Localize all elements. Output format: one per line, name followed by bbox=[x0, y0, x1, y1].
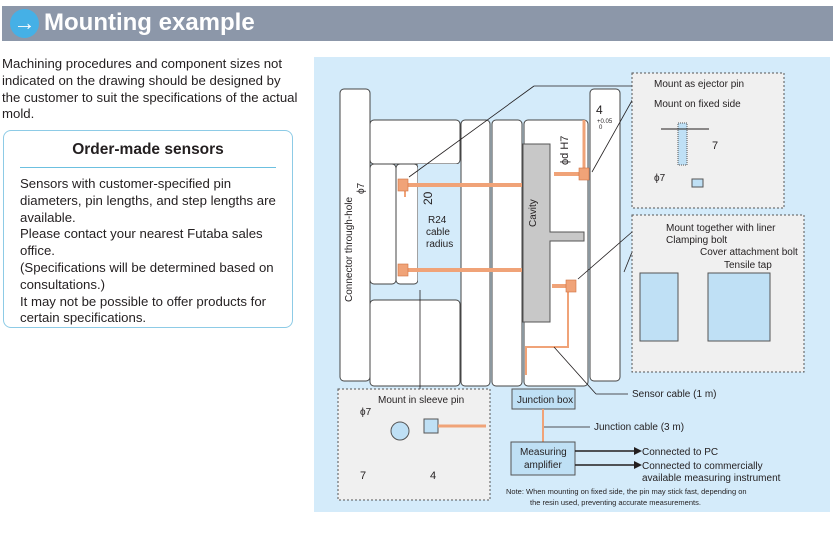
connected-pc-label: Connected to PC bbox=[642, 447, 718, 458]
inset-sleeve-pin bbox=[337, 388, 491, 501]
connector-through-hole-label: Connector through-hole bbox=[344, 196, 355, 302]
leader-lines bbox=[408, 85, 644, 428]
order-made-line: Sensors with customer-specified pin diam… bbox=[20, 176, 276, 225]
pin-hole bbox=[677, 122, 688, 166]
order-made-line: Please contact your nearest Futaba sales… bbox=[20, 226, 263, 259]
dim-4-label: 4 bbox=[596, 103, 603, 117]
divider bbox=[20, 167, 276, 168]
phi7-inset-label: ϕ7 bbox=[654, 173, 666, 184]
plate bbox=[369, 163, 397, 285]
dim-7-sleeve-label: 7 bbox=[360, 470, 366, 482]
plate bbox=[491, 119, 523, 387]
dim-4-sleeve-label: 4 bbox=[430, 470, 436, 482]
order-made-title: Order-made sensors bbox=[72, 141, 224, 158]
measuring-amplifier bbox=[510, 441, 576, 476]
cable bbox=[525, 289, 569, 375]
note-line-2: the resin used, preventing accurate meas… bbox=[530, 498, 701, 507]
clamping-bolt-label: Clamping bolt bbox=[666, 235, 727, 246]
tolerance-zero: 0 bbox=[599, 125, 603, 131]
leader-line bbox=[591, 96, 635, 173]
sensor-cable-label: Sensor cable (1 m) bbox=[632, 389, 716, 400]
cavity bbox=[522, 143, 585, 323]
measuring-label: Measuring bbox=[520, 447, 567, 458]
order-made-body: Sensors with customer-specified pin diam… bbox=[20, 176, 285, 327]
leader-line bbox=[577, 231, 633, 280]
arrow-head-icon bbox=[634, 461, 642, 469]
sensor-heads bbox=[397, 167, 590, 293]
plate bbox=[369, 119, 461, 165]
pin-step bbox=[691, 178, 704, 188]
arrow-right-icon: → bbox=[10, 9, 39, 38]
order-made-sensors-box: Order-made sensors Sensors with customer… bbox=[3, 130, 293, 328]
cable-label: cable bbox=[426, 227, 450, 238]
sleeve-pin-end bbox=[390, 421, 410, 441]
liner-cover-view bbox=[707, 272, 771, 342]
tensile-tap-label: Tensile tap bbox=[724, 260, 772, 271]
radius-label: radius bbox=[426, 239, 453, 250]
phi-d-h7-label: ϕd H7 bbox=[559, 136, 571, 165]
right-clamp-plate bbox=[589, 88, 621, 382]
mount-in-sleeve-pin-label: Mount in sleeve pin bbox=[378, 395, 464, 406]
r24-label: R24 bbox=[428, 215, 447, 226]
dim-20-label: 20 bbox=[421, 191, 435, 205]
dim-7-label: 7 bbox=[712, 140, 718, 152]
sensor-head bbox=[565, 279, 577, 293]
mount-as-ejector-pin-label: Mount as ejector pin bbox=[654, 79, 744, 90]
section-title: Mounting example bbox=[44, 9, 255, 36]
leader-line bbox=[623, 251, 633, 273]
phi7-sleeve-label: ϕ7 bbox=[360, 407, 372, 418]
mounting-diagram: Cavity Connector through-hole ϕ7 20 R24 … bbox=[314, 57, 830, 512]
plate bbox=[369, 299, 461, 387]
junction-cable-label: Junction cable (3 m) bbox=[594, 422, 684, 433]
plate bbox=[460, 119, 491, 387]
cover-attachment-bolt-label: Cover attachment bolt bbox=[700, 247, 798, 258]
order-made-line: It may not be possible to offer products… bbox=[20, 293, 267, 326]
tolerance-plus: +0.05 bbox=[597, 119, 613, 125]
liner-side-view bbox=[639, 272, 679, 342]
phi7-label: ϕ7 bbox=[356, 182, 367, 194]
connected-instrument-label-1: Connected to commercially bbox=[642, 461, 763, 472]
sensor-head bbox=[578, 167, 590, 181]
inset-fixed-side bbox=[631, 72, 785, 209]
section-header: → Mounting example bbox=[2, 6, 833, 41]
sleeve-pin-body bbox=[423, 418, 439, 434]
order-made-line: (Specifications will be determined based… bbox=[20, 259, 274, 292]
intro-paragraph: Machining procedures and component sizes… bbox=[2, 56, 298, 122]
sensor-head bbox=[397, 263, 409, 277]
arrow-head-icon bbox=[634, 447, 642, 455]
mount-on-fixed-side-label: Mount on fixed side bbox=[654, 99, 741, 110]
note-line-1: Note: When mounting on fixed side, the p… bbox=[506, 487, 747, 496]
leader-line bbox=[408, 85, 535, 178]
cavity-label: Cavity bbox=[528, 199, 539, 227]
junction-box-label: Junction box bbox=[517, 395, 573, 406]
amplifier-label: amplifier bbox=[524, 460, 562, 471]
mount-together-liner-label: Mount together with liner bbox=[666, 223, 776, 234]
leader-line bbox=[553, 346, 597, 395]
sensor-head bbox=[397, 178, 409, 192]
connected-instrument-label-2: available measuring instrument bbox=[642, 473, 781, 484]
